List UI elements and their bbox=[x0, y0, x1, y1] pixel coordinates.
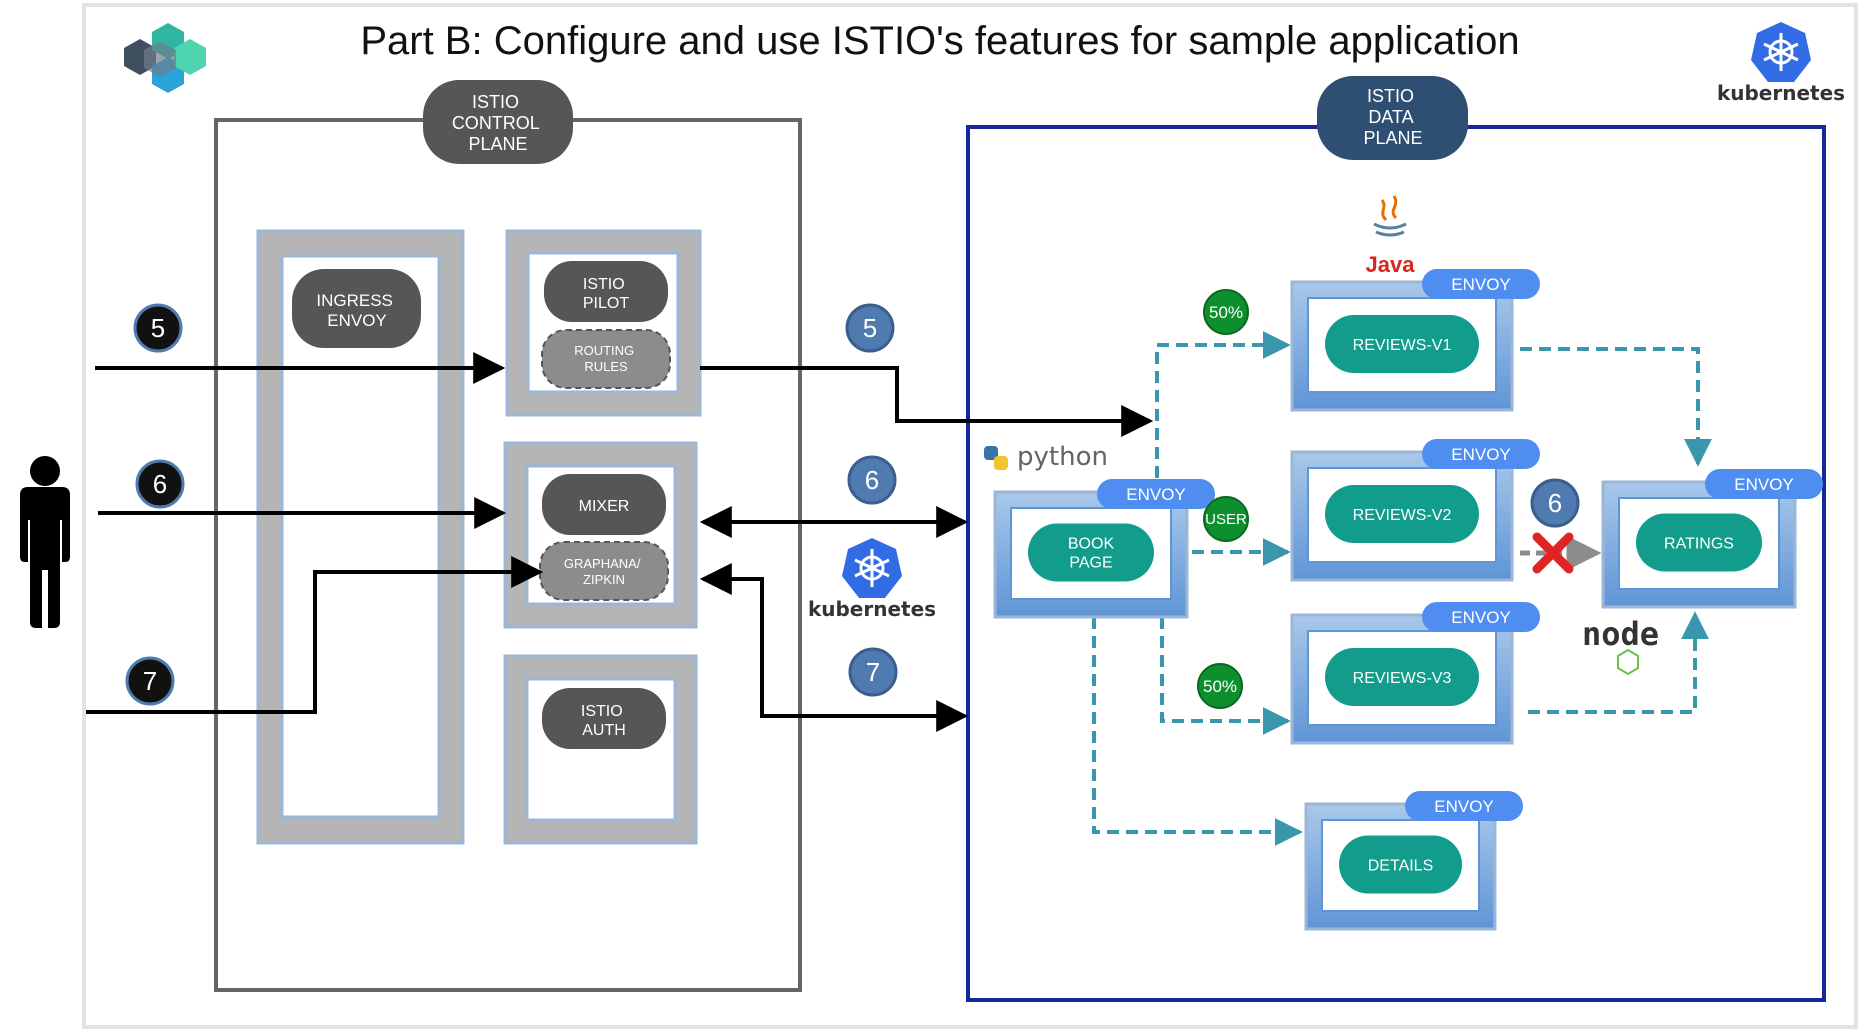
step-mid-5-label: 5 bbox=[863, 313, 877, 343]
step-mid-6-label: 6 bbox=[865, 465, 879, 495]
reviews-v1-label: REVIEWS-V1 bbox=[1353, 337, 1452, 354]
bookpage-envoy-badge bbox=[1097, 479, 1215, 509]
step-mid-5: 5 bbox=[845, 303, 895, 353]
routing-rules-label: ROUTING RULES bbox=[574, 343, 638, 374]
reviews-v3-pill bbox=[1325, 648, 1479, 706]
step-left-7-label: 7 bbox=[143, 666, 157, 696]
service-reviews-v1: REVIEWS-V1 ENVOY bbox=[1290, 269, 1540, 412]
ingress-inner bbox=[280, 254, 441, 819]
svg-text:USER: USER bbox=[1205, 511, 1247, 528]
ibm-cloud-hex-logo bbox=[124, 23, 206, 93]
diagram-title: Part B: Configure and use ISTIO's featur… bbox=[360, 19, 1519, 63]
details-pill bbox=[1339, 835, 1462, 894]
flow-reviews-v1-ratings bbox=[1520, 347, 1712, 467]
step-left-6: 6 bbox=[135, 459, 185, 509]
person-icon bbox=[20, 456, 70, 628]
kubernetes-wheel-icon-middle bbox=[842, 538, 902, 598]
step-mid-6: 6 bbox=[847, 455, 897, 505]
details-envoy-badge bbox=[1405, 791, 1523, 821]
arrow-pilot-to-dataplane bbox=[700, 366, 1154, 437]
control-plane-label: ISTIO CONTROL PLANE bbox=[452, 92, 544, 154]
red-x-icon bbox=[1532, 532, 1574, 574]
ratings-pill bbox=[1636, 513, 1762, 572]
ratings-envoy-label: ENVOY bbox=[1734, 475, 1794, 494]
request-arrows bbox=[86, 352, 1154, 732]
outer-frame bbox=[82, 3, 1858, 1029]
reviews-v1-envoy-badge bbox=[1422, 269, 1540, 299]
python-logo bbox=[984, 446, 1008, 470]
flow-bookpage-reviews-v1 bbox=[1155, 331, 1291, 478]
step-ratings-6-label: 6 bbox=[1548, 488, 1562, 518]
ratings-envoy-badge bbox=[1705, 469, 1823, 499]
java-logo-text: Java bbox=[1366, 252, 1416, 277]
step-ratings-6: 6 bbox=[1530, 478, 1580, 528]
reviews-v2-envoy-label: ENVOY bbox=[1451, 445, 1511, 464]
arrow-graphana-dataplane bbox=[699, 563, 969, 732]
badge-50-v1: 50% bbox=[1203, 289, 1249, 335]
nodejs-logo bbox=[1617, 648, 1639, 676]
service-flows bbox=[1092, 331, 1712, 846]
istio-pilot-pill bbox=[544, 261, 668, 322]
bookpage-pill bbox=[1028, 523, 1154, 582]
service-reviews-v3: REVIEWS-V3 ENVOY bbox=[1290, 602, 1540, 745]
ratings-label: RATINGS bbox=[1664, 536, 1734, 553]
flow-bookpage-reviews-v3 bbox=[1160, 617, 1291, 735]
svg-text:50%: 50% bbox=[1203, 677, 1237, 696]
badge-user-v2: USER bbox=[1203, 496, 1249, 542]
service-details: DETAILS ENVOY bbox=[1304, 791, 1523, 931]
java-logo bbox=[1373, 195, 1407, 237]
kubernetes-logo-text: kubernetes bbox=[1717, 81, 1845, 105]
graphana-zipkin-pill bbox=[539, 541, 669, 601]
routing-rules-pill bbox=[541, 329, 671, 389]
service-ratings: RATINGS ENVOY bbox=[1601, 469, 1823, 609]
step-mid-7: 7 bbox=[848, 647, 898, 697]
kubernetes-wheel-icon bbox=[1751, 22, 1811, 82]
reviews-v2-label: REVIEWS-V2 bbox=[1353, 507, 1452, 524]
istio-auth-label: ISTIO AUTH bbox=[581, 703, 627, 739]
istio-pilot-label: ISTIO PILOT bbox=[583, 276, 629, 312]
nodejs-logo-text: node bbox=[1582, 615, 1659, 653]
step-left-5-label: 5 bbox=[151, 313, 165, 343]
data-plane-label-pill bbox=[1317, 76, 1468, 160]
mixer-pill bbox=[542, 474, 666, 535]
mixer-label: MIXER bbox=[579, 498, 630, 515]
step-left-7: 7 bbox=[125, 656, 175, 706]
flow-bookpage-details bbox=[1092, 617, 1303, 846]
step-mid-7-label: 7 bbox=[866, 657, 880, 687]
control-plane-label-pill bbox=[423, 80, 573, 164]
svg-text:50%: 50% bbox=[1209, 303, 1243, 322]
graphana-zipkin-label: GRAPHANA/ ZIPKIN bbox=[564, 556, 644, 587]
reviews-v3-envoy-label: ENVOY bbox=[1451, 608, 1511, 627]
reviews-v1-envoy-label: ENVOY bbox=[1451, 275, 1511, 294]
python-logo-text: python bbox=[1017, 442, 1108, 472]
arrow-step7-to-graphana bbox=[86, 556, 544, 714]
bookpage-envoy-label: ENVOY bbox=[1126, 485, 1186, 504]
badge-50-v3: 50% bbox=[1197, 663, 1243, 709]
details-envoy-label: ENVOY bbox=[1434, 797, 1494, 816]
service-reviews-v2: REVIEWS-V2 ENVOY bbox=[1290, 439, 1540, 582]
reviews-v3-envoy-badge bbox=[1422, 602, 1540, 632]
istio-auth-pill bbox=[542, 688, 666, 749]
flow-reviews-v3-ratings bbox=[1528, 611, 1709, 714]
reviews-v1-pill bbox=[1325, 315, 1479, 373]
kubernetes-logo-text-middle: kubernetes bbox=[808, 597, 936, 621]
ingress-envoy-pill bbox=[292, 269, 421, 348]
reviews-v2-pill bbox=[1325, 485, 1479, 543]
step-left-5: 5 bbox=[133, 303, 183, 353]
reviews-v3-label: REVIEWS-V3 bbox=[1353, 670, 1452, 687]
step-left-6-label: 6 bbox=[153, 469, 167, 499]
reviews-v2-envoy-badge bbox=[1422, 439, 1540, 469]
details-label: DETAILS bbox=[1368, 858, 1434, 875]
ingress-envoy-label: INGRESS ENVOY bbox=[316, 291, 397, 330]
data-plane-label: ISTIO DATA PLANE bbox=[1363, 86, 1422, 148]
